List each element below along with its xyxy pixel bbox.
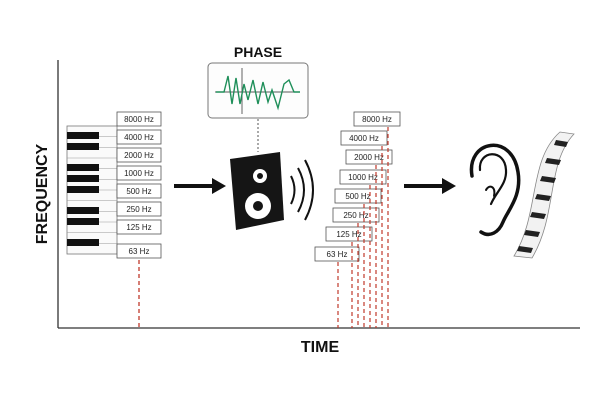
- output-band: 250 Hz: [332, 207, 380, 223]
- output-band-label: 125 Hz: [336, 230, 361, 239]
- output-band-label: 8000 Hz: [362, 115, 392, 124]
- right-arrow-icon: [174, 178, 226, 194]
- input-band-label: 4000 Hz: [124, 133, 154, 142]
- output-time-markers: [337, 127, 389, 328]
- y-axis-label: FREQUENCY: [34, 143, 51, 244]
- input-band: 500 Hz: [116, 183, 162, 199]
- output-band: 500 Hz: [334, 188, 382, 204]
- input-band: 63 Hz: [116, 243, 162, 259]
- output-band: 125 Hz: [325, 226, 373, 242]
- input-band-label: 1000 Hz: [124, 169, 154, 178]
- input-band-label: 2000 Hz: [124, 151, 154, 160]
- input-band-label: 8000 Hz: [124, 115, 154, 124]
- loudspeaker-icon: [230, 152, 284, 230]
- input-frequency-bands: 8000 Hz 4000 Hz 2000 Hz 1000 Hz 500 Hz 2…: [116, 111, 162, 259]
- input-band-label: 125 Hz: [126, 223, 151, 232]
- input-band: 1000 Hz: [116, 165, 162, 181]
- phase-label: PHASE: [234, 44, 282, 60]
- output-band-label: 500 Hz: [345, 192, 370, 201]
- input-band-label: 250 Hz: [126, 205, 151, 214]
- output-band: 8000 Hz: [353, 111, 401, 127]
- output-band: 1000 Hz: [339, 169, 387, 185]
- output-band: 2000 Hz: [345, 149, 393, 165]
- output-band-label: 2000 Hz: [354, 153, 384, 162]
- output-band-label: 1000 Hz: [348, 173, 378, 182]
- sound-waves-icon: [290, 159, 314, 221]
- output-band: 63 Hz: [314, 246, 360, 262]
- output-band: 4000 Hz: [340, 130, 388, 146]
- input-band: 125 Hz: [116, 219, 162, 235]
- output-frequency-bands: 8000 Hz 4000 Hz 2000 Hz 1000 Hz 500 Hz 2…: [314, 111, 401, 262]
- input-band: 4000 Hz: [116, 129, 162, 145]
- input-band-label: 500 Hz: [126, 187, 151, 196]
- input-band: 8000 Hz: [116, 111, 162, 127]
- ear-icon: [469, 143, 521, 237]
- input-band-label: 63 Hz: [129, 247, 150, 256]
- piano-keys-icon: [66, 125, 118, 255]
- phase-waveform-panel: [207, 62, 309, 119]
- input-band: 2000 Hz: [116, 147, 162, 163]
- right-arrow-icon: [404, 178, 456, 194]
- output-band-label: 63 Hz: [327, 250, 348, 259]
- phase-waveform: [216, 75, 300, 111]
- x-axis-label: TIME: [301, 339, 340, 356]
- output-band-label: 4000 Hz: [349, 134, 379, 143]
- input-band: 250 Hz: [116, 201, 162, 217]
- distorted-keyboard-icon: [513, 131, 575, 259]
- output-band-label: 250 Hz: [343, 211, 368, 220]
